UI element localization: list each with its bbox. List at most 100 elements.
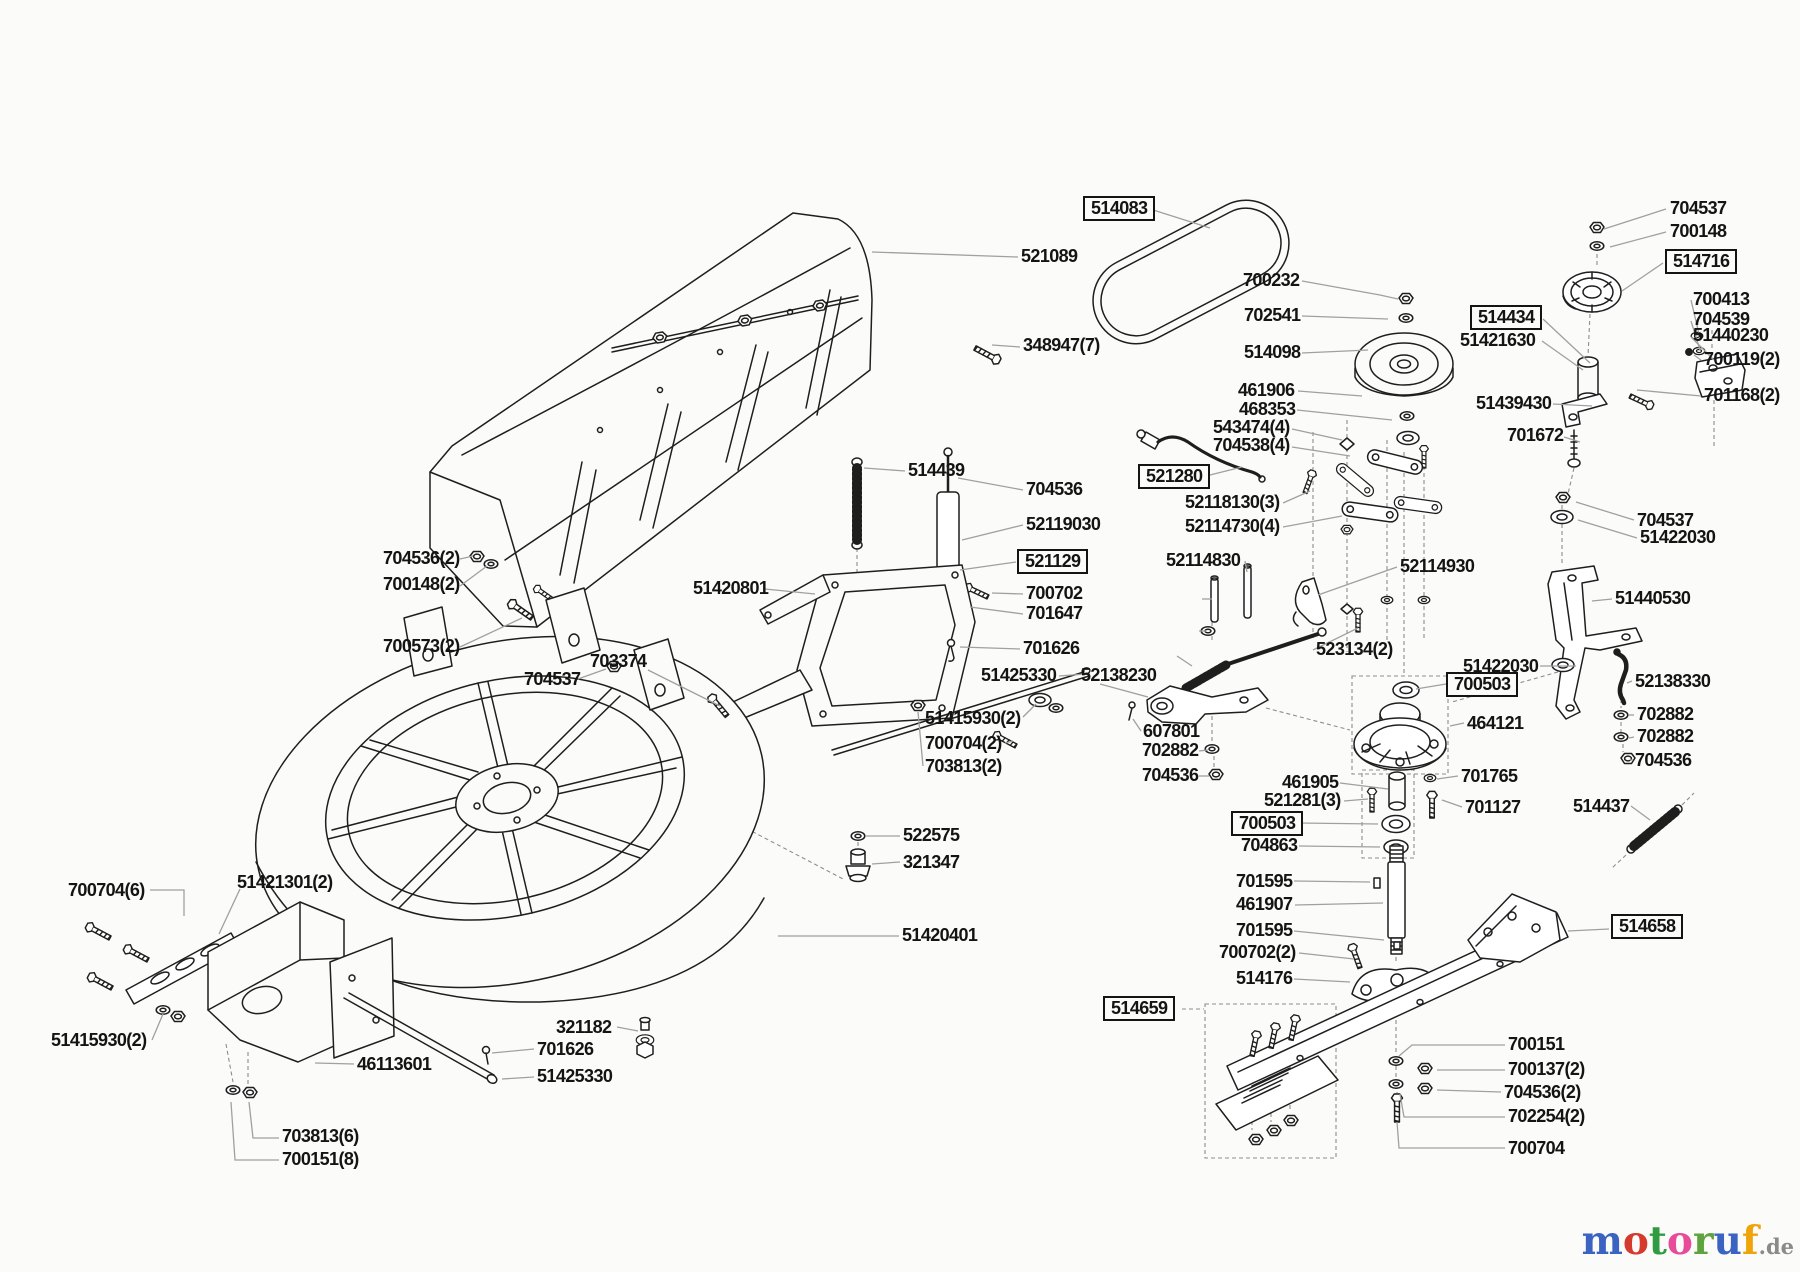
logo-letter: o [1622,1218,1649,1264]
mount-bracket-drawing [83,901,655,1099]
part-label: 700704 [1508,1138,1565,1158]
logo-letter: m [1581,1218,1623,1264]
part-label: 701765 [1461,766,1518,786]
part-label: 700119(2) [1704,349,1780,369]
part-label: 700137(2) [1508,1059,1585,1079]
deck-drawing [254,587,871,1003]
part-label: 700148 [1670,221,1727,241]
part-label: 52118130(3) [1185,492,1280,512]
logo-letter: u [1713,1218,1742,1264]
part-label: 704537 [524,669,581,689]
part-label: 704536(2) [383,548,460,568]
part-label: 702254(2) [1508,1106,1585,1126]
part-label: 51422030 [1463,656,1539,676]
part-label: 51420401 [902,925,978,945]
part-label: 514098 [1244,342,1301,362]
spring-514439-drawing [851,457,863,550]
part-label: 701626 [537,1039,594,1059]
part-label: 701595 [1236,871,1293,891]
part-label: 521281(3) [1264,790,1341,810]
part-label: 543474(4) [1213,417,1290,437]
part-label: 51425330 [981,665,1057,685]
part-label: 321347 [903,852,960,872]
part-label: 51420801 [693,578,769,598]
part-label: 464121 [1467,713,1524,733]
part-label: 703813(6) [282,1126,359,1146]
friction-wheel-drawing [1562,221,1622,313]
part-label: 702882 [1637,704,1694,724]
part-label: 46113601 [357,1054,432,1074]
logo-suffix: .de [1758,1234,1794,1259]
part-label: 700573(2) [383,636,460,656]
part-label: 51415930(2) [925,708,1021,728]
part-label: 607801 [1143,721,1200,741]
part-label: 704536(2) [1504,1082,1581,1102]
part-label: 514658 [1611,914,1684,939]
part-label: 702541 [1244,305,1301,325]
part-label: 51421630 [1460,330,1536,350]
part-label: 704538(4) [1213,435,1290,455]
part-label: 51425330 [537,1066,613,1086]
pull-rod-drawing [1613,648,1636,765]
part-label: 700704(2) [925,733,1002,753]
part-label: 701647 [1026,603,1083,623]
part-label: 52114830 [1166,550,1241,570]
part-label: 514716 [1665,249,1738,274]
part-label: 701626 [1023,638,1080,658]
belt-drawing [1092,199,1290,345]
part-label: 522575 [903,825,960,845]
logo-letter: f [1741,1218,1759,1264]
part-label: 704863 [1241,835,1298,855]
part-label: 700151 [1508,1034,1565,1054]
part-label: 702882 [1142,740,1199,760]
part-label: 348947(7) [1023,335,1100,355]
part-label: 461906 [1238,380,1295,400]
part-label: 704536 [1142,765,1199,785]
part-label: 468353 [1239,399,1296,419]
part-label: 700702 [1026,583,1083,603]
part-label: 521089 [1021,246,1078,266]
part-label: 700702(2) [1219,942,1296,962]
part-label: 514437 [1573,796,1630,816]
part-label: 523134(2) [1316,639,1393,659]
part-label: 700232 [1243,270,1300,290]
part-label: 700704(6) [68,880,145,900]
leader-lines [150,208,1715,1161]
part-label: 514083 [1083,196,1156,221]
part-label: 51439430 [1476,393,1552,413]
part-label: 51422030 [1640,527,1716,547]
part-label: 701127 [1465,797,1521,817]
part-label: 321182 [556,1017,612,1037]
part-label: 700151(8) [282,1149,359,1169]
part-label: 52119030 [1026,514,1101,534]
part-label: 521129 [1017,549,1089,574]
part-label: 700503 [1446,672,1519,697]
spring-514437-drawing [1626,804,1683,854]
part-label: 51421301(2) [237,872,333,892]
part-label: 704537 [1670,198,1727,218]
logo-letter: t [1648,1218,1667,1264]
part-label: 701672 [1507,425,1564,445]
part-label: 51440530 [1615,588,1691,608]
chute-drawing [429,212,1004,628]
part-label: 704539 [1693,309,1750,329]
part-label: 514439 [908,460,965,480]
part-label: 704537 [1637,510,1694,530]
part-label: 52114930 [1400,556,1475,576]
bellcrank-drawing [1128,627,1327,781]
blade-drawing [1215,893,1569,1146]
part-label: 521280 [1138,464,1211,489]
pulley-stack-drawing [1354,292,1454,446]
part-label: 461905 [1282,772,1339,792]
part-label: 52138230 [1081,665,1157,685]
part-label: 704536 [1635,750,1692,770]
idler-bracket-drawing [1561,331,1746,468]
part-label: 700413 [1693,289,1750,309]
part-label: 701168(2) [1704,385,1780,405]
hanger-bracket-drawing [1547,491,1643,720]
part-label: 51440230 [1693,325,1769,345]
motoruf-logo: motoruf.de [1582,1222,1794,1266]
part-label: 701595 [1236,920,1293,940]
